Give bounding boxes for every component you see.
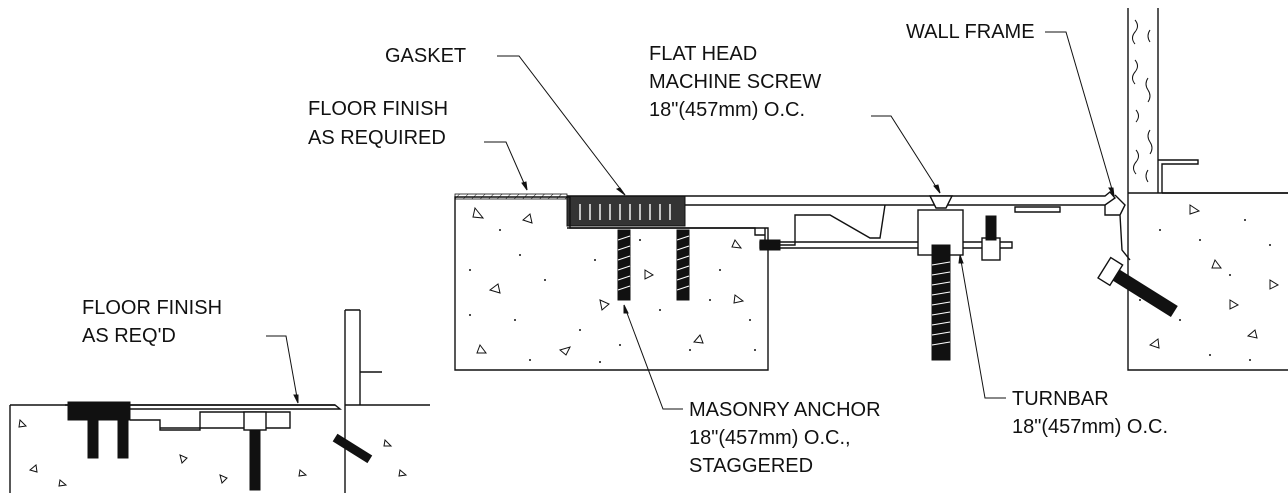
- label-floor-finish-1: FLOOR FINISH: [308, 98, 448, 120]
- small-detail: [9, 309, 430, 493]
- wall-frame-angle: [1158, 159, 1199, 193]
- label-flat-head-2: MACHINE SCREW: [649, 71, 821, 93]
- nut-bolt: [981, 237, 1001, 261]
- masonry-anchor-1: [617, 229, 631, 301]
- label-gasket: GASKET: [385, 45, 466, 67]
- leader-floor-finish-small: [266, 335, 299, 404]
- concrete-dots-left: [469, 229, 756, 363]
- label-flat-head-1: FLAT HEAD: [649, 43, 757, 65]
- small-cover-plate: [65, 404, 342, 410]
- wall-anchor: [1097, 256, 1178, 317]
- cover-plate: [567, 191, 1117, 206]
- label-floor-finish-small-1: FLOOR FINISH: [82, 297, 222, 319]
- large-detail: [454, 8, 1288, 371]
- wall-frame-profile: [1104, 194, 1131, 261]
- centering-bar: [759, 241, 1013, 249]
- gasket-ribs: [579, 204, 671, 220]
- leader-flat-head: [871, 115, 941, 194]
- label-flat-head-3: 18"(457mm) O.C.: [649, 99, 805, 121]
- wall-texture: [1132, 19, 1153, 183]
- support-arm: [1014, 206, 1061, 213]
- flat-head-machine-screw: [928, 195, 954, 209]
- leader-wall-frame: [1045, 31, 1115, 197]
- small-gasket: [67, 401, 131, 421]
- label-masonry-2: 18"(457mm) O.C.,: [689, 427, 851, 449]
- wall-section: [1127, 8, 1159, 193]
- small-left-slab: [9, 404, 335, 493]
- leader-gasket: [497, 55, 626, 196]
- label-turnbar-2: 18"(457mm) O.C.: [1012, 416, 1168, 438]
- leader-floor-finish: [484, 141, 528, 191]
- small-frame: [130, 411, 291, 431]
- concrete-aggregate-right: [1148, 204, 1280, 349]
- label-floor-finish-2: AS REQUIRED: [308, 127, 446, 149]
- small-wall: [344, 309, 382, 405]
- label-masonry-1: MASONRY ANCHOR: [689, 399, 881, 421]
- concrete-aggregate-left: [472, 206, 745, 356]
- bar-clip: [759, 239, 781, 251]
- floor-finish-hatch: [454, 193, 568, 200]
- small-wall-anchor: [332, 433, 373, 464]
- small-concrete-marks: [18, 418, 408, 487]
- small-anchor-1: [87, 419, 99, 459]
- label-wall-frame: WALL FRAME: [906, 21, 1035, 43]
- leader-masonry: [623, 304, 683, 410]
- nut-bolt-stem: [985, 215, 997, 241]
- label-floor-finish-small-2: AS REQ'D: [82, 325, 176, 347]
- label-masonry-3: STAGGERED: [689, 455, 813, 477]
- masonry-anchor-2: [676, 229, 690, 301]
- leader-turnbar: [959, 254, 1006, 399]
- concrete-dots-right: [1139, 219, 1271, 361]
- leader-lines: [266, 31, 1115, 410]
- gasket: [566, 195, 686, 227]
- label-turnbar-1: TURNBAR: [1012, 388, 1109, 410]
- small-anchor-2: [117, 419, 129, 459]
- small-turnbar-block: [243, 411, 267, 431]
- turnbar-threads: [931, 261, 951, 346]
